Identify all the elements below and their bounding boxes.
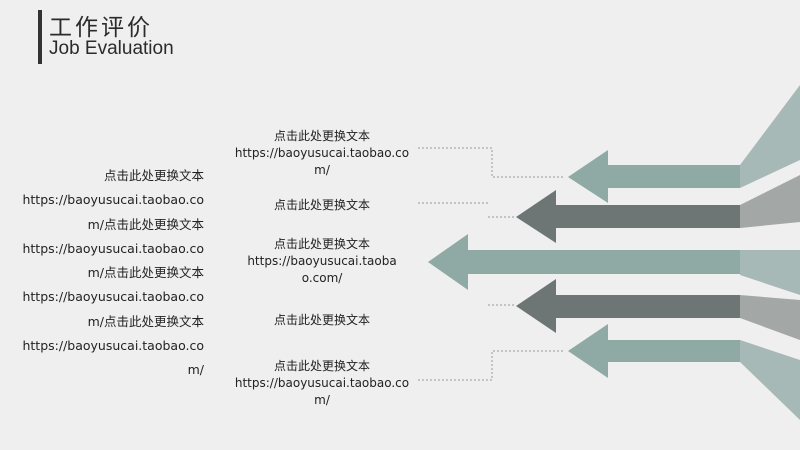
connector-1 xyxy=(418,147,565,178)
title-accent-bar xyxy=(38,10,42,64)
connector-5 xyxy=(418,350,565,381)
page-subtitle: Job Evaluation xyxy=(49,38,174,59)
panel-1 xyxy=(740,85,800,188)
arrow-1 xyxy=(568,150,740,203)
page-title: 工作评价 xyxy=(49,15,153,41)
arrow-3 xyxy=(428,234,740,290)
label-2: 点击此处更换文本 xyxy=(273,198,370,212)
label-4: 点击此处更换文本 xyxy=(273,313,370,327)
panel-2 xyxy=(740,175,800,228)
label-3: 点击此处更换文本 https://baoyusucai.taoba o.com/ xyxy=(247,237,397,285)
panel-3 xyxy=(740,250,800,295)
arrow-5 xyxy=(568,324,740,378)
arrow-4 xyxy=(516,279,740,333)
panel-5 xyxy=(740,340,800,420)
label-1: 点击此处更换文本 https://baoyusucai.taobao.co m/ xyxy=(234,129,410,177)
arrow-2 xyxy=(516,190,740,243)
panel-4 xyxy=(740,295,800,340)
left-paragraph: 点击此处更换文本 https://baoyusucai.taobao.co m/… xyxy=(22,168,204,378)
label-5: 点击此处更换文本 https://baoyusucai.taobao.co m/ xyxy=(234,359,410,407)
